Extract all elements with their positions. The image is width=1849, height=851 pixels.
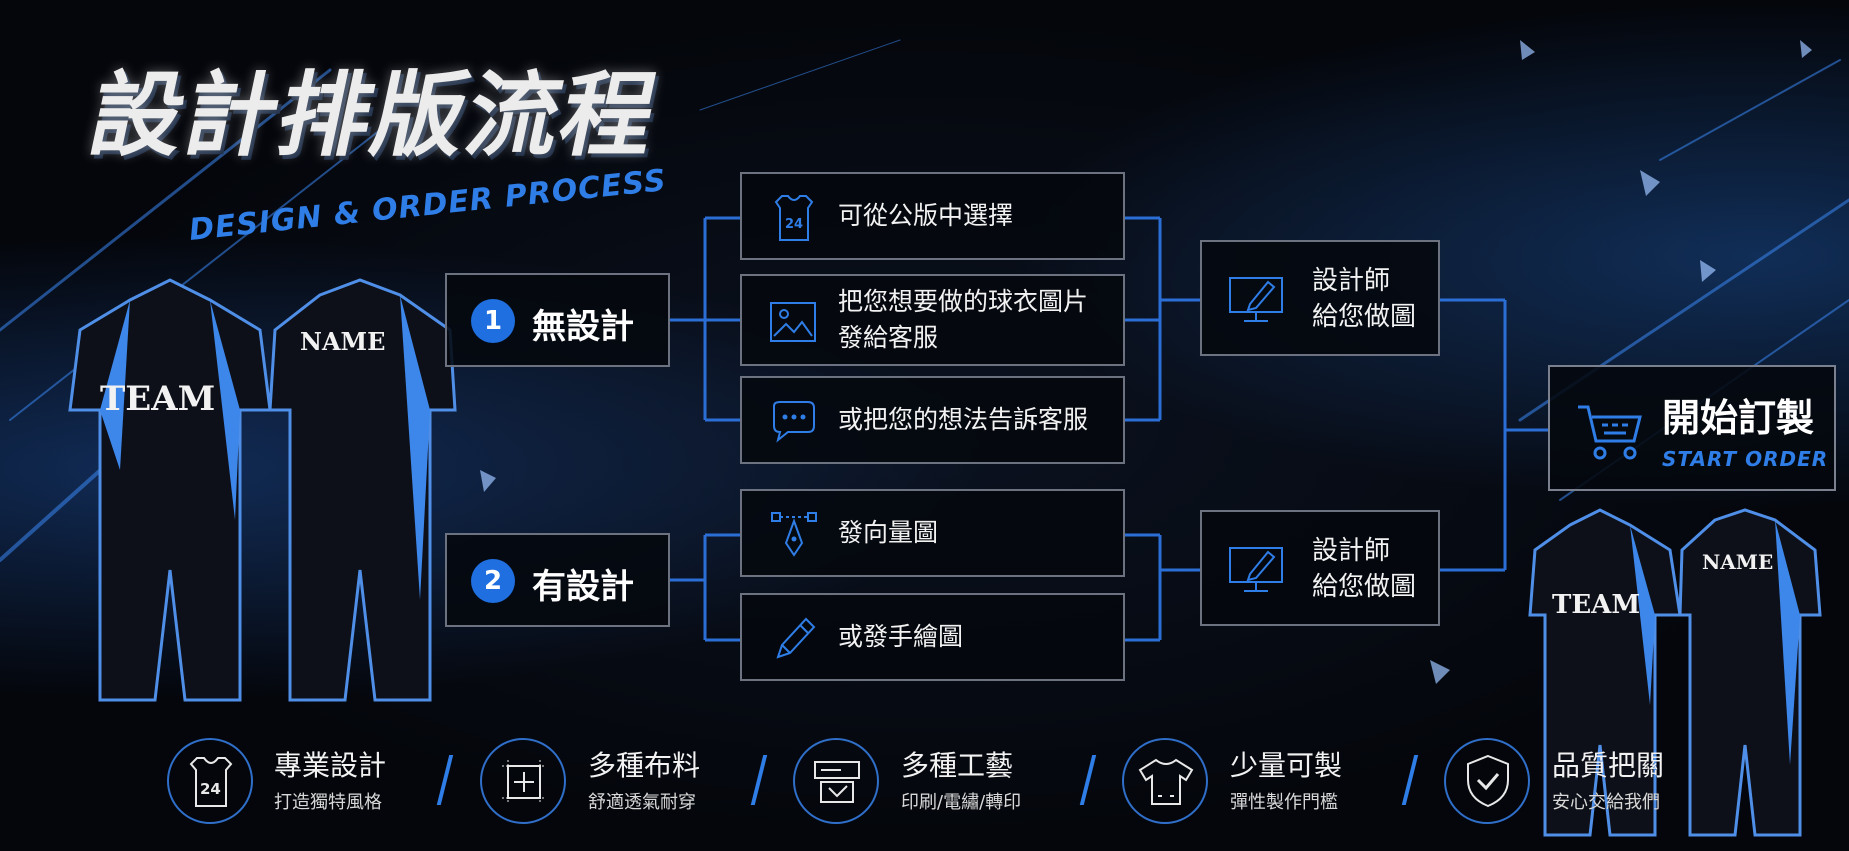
cart-icon [1578,405,1642,460]
feature-title: 專業設計 [274,749,387,782]
option-text-line2: 發給客服 [838,323,939,352]
designer-line2: 給您做圖 [1312,302,1417,332]
vector-pen-icon [771,512,817,557]
printer-icon [814,761,860,803]
svg-text:24: 24 [785,217,803,232]
option-text-line1: 把您想要做的球衣圖片 [838,287,1089,316]
jersey-24-icon: 24 [189,757,233,807]
jersey-front: TEAM [1528,508,1682,837]
jersey-pair-left: TEAM NAME [68,278,457,702]
branch-has-design: 2 有設計 [445,533,670,627]
branch-label: 有設計 [532,567,634,607]
shield-check-icon [1467,754,1509,808]
option-template: 24 可從公版中選擇 [740,172,1125,260]
branch-no-design: 1 無設計 [445,273,670,367]
feature-title: 品質把關 [1552,749,1665,782]
feature-title: 多種工藝 [901,749,1014,782]
branch-label: 無設計 [532,307,634,347]
chat-icon [773,401,815,443]
feature-subtitle: 印刷/電繡/轉印 [901,792,1022,813]
fabric-icon [502,760,546,804]
feature-subtitle: 舒適透氣耐穿 [588,792,696,813]
feature-icon-ring [1122,738,1208,824]
pencil-icon [776,617,816,659]
start-order-sublabel: START ORDER [1662,447,1829,471]
jersey-pair-right: TEAM NAME [1528,508,1822,837]
option-text: 或把您的想法告訴客服 [838,405,1089,434]
start-order-button[interactable]: 開始訂製 START ORDER [1548,365,1836,491]
option-text: 可從公版中選擇 [838,201,1014,230]
designer-step-1: 設計師 給您做圖 [1200,240,1440,356]
feature-title: 多種布料 [588,749,701,782]
feature-subtitle: 安心交給我們 [1552,792,1660,813]
option-text: 或發手繪圖 [838,622,964,651]
monitor-pen-icon [1229,547,1283,592]
feature-title: 少量可製 [1230,749,1343,782]
branch-number: 1 [471,299,515,343]
image-icon [770,302,816,342]
designer-line2: 給您做圖 [1312,572,1417,602]
option-text: 發向量圖 [838,518,939,547]
feature-subtitle: 打造獨特風格 [274,792,382,813]
tshirt-icon [1138,758,1194,805]
jersey-back-text: NAME [300,327,385,356]
feature-icon-ring: 24 [167,738,253,824]
jersey-back: NAME [268,278,457,702]
jersey-back-text: NAME [1702,550,1773,574]
jersey-24-icon: 24 [774,195,814,241]
svg-text:24: 24 [200,780,221,798]
option-tell-idea: 或把您的想法告訴客服 [740,376,1125,464]
monitor-pen-icon [1229,277,1283,322]
jersey-front-text: TEAM [100,379,215,419]
jersey-back: NAME [1678,508,1822,837]
start-order-label: 開始訂製 [1662,396,1815,440]
jersey-front: TEAM [68,278,272,702]
feature-icon-ring [1444,738,1530,824]
feature-icon-ring [480,738,566,824]
designer-line1: 設計師 [1312,266,1391,296]
designer-line1: 設計師 [1312,536,1391,566]
option-hand-drawn: 或發手繪圖 [740,593,1125,681]
option-send-image: 把您想要做的球衣圖片 發給客服 [740,274,1125,366]
designer-step-2: 設計師 給您做圖 [1200,510,1440,626]
feature-subtitle: 彈性製作門檻 [1230,792,1338,813]
option-vector: 發向量圖 [740,489,1125,577]
branch-number: 2 [471,559,515,603]
jersey-front-text: TEAM [1552,590,1640,620]
feature-icon-ring [793,738,879,824]
